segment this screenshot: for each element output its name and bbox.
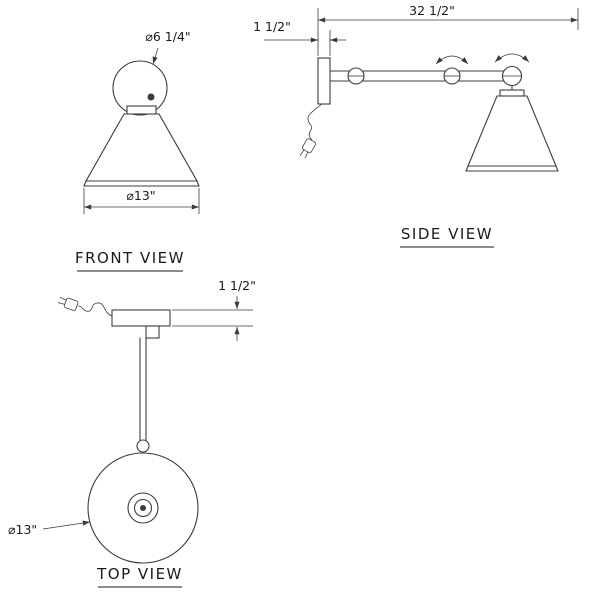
view-label-front: FRONT VIEW	[75, 249, 185, 267]
pivot-knob	[145, 325, 160, 339]
shade-neck	[126, 105, 157, 115]
dimension-text-shade-diameter: ⌀13"	[8, 522, 37, 537]
dimension-text-extension-length: 32 1/2"	[409, 3, 455, 18]
top-view: 1 1/2" ⌀13" TOP VIEW	[8, 278, 256, 588]
side-view: 32 1/2" 1 1/2" SIDE VIEW	[253, 3, 579, 248]
rotation-arrow-middle-joint	[435, 55, 469, 65]
arm-joint	[136, 439, 150, 453]
socket-ring-inner	[133, 498, 153, 518]
rotation-arrow-outer-joint	[494, 53, 530, 63]
shade-rim	[83, 180, 200, 187]
dimension-text-shade-diameter: ⌀13"	[126, 188, 155, 203]
view-label-top: TOP VIEW	[96, 565, 183, 583]
front-view: ⌀13" ⌀6 1/4" FRONT VIEW	[75, 29, 200, 272]
shade-cone	[85, 113, 198, 182]
switch-knob	[147, 93, 155, 101]
shade-rim	[465, 165, 559, 172]
leader-line-canopy	[152, 47, 159, 65]
power-plug-icon	[56, 294, 79, 312]
socket-center	[140, 505, 146, 511]
canopy-circle	[112, 60, 168, 116]
power-cord	[307, 103, 323, 141]
leader-line-shade	[42, 520, 91, 530]
socket-ring-outer	[127, 492, 159, 524]
power-plug-icon	[297, 137, 317, 160]
wall-plate	[317, 57, 331, 105]
wall-plate-top	[111, 309, 171, 327]
power-cord	[77, 302, 113, 317]
view-label-side: SIDE VIEW	[401, 225, 493, 243]
dimension-text-canopy-diameter: ⌀6 1/4"	[145, 29, 190, 44]
dimension-text-backplate-depth: 1 1/2"	[218, 278, 256, 293]
dimension-text-backplate-depth: 1 1/2"	[253, 19, 291, 34]
shade-cone	[467, 95, 557, 167]
shade-neck	[499, 89, 525, 97]
